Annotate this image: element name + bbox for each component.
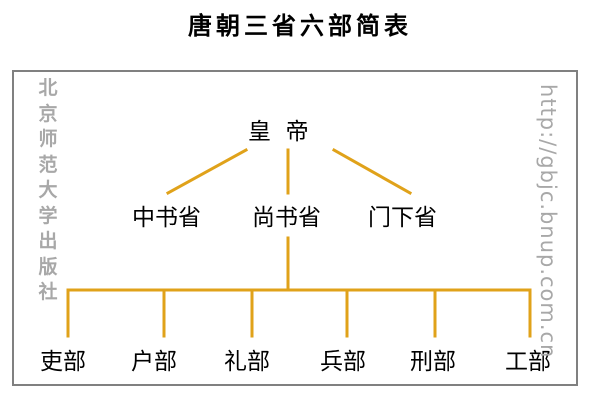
watermark-char: 北	[38, 77, 58, 99]
ministry-xing-justice: 刑部	[410, 349, 456, 375]
ministry-gong-works: 工部	[505, 349, 551, 375]
department-menxia: 门下省	[368, 205, 437, 231]
page-title: 唐朝三省六部简表	[188, 12, 412, 40]
url-watermark: http://gbjc.bnup.com.cn	[536, 84, 560, 359]
watermark-char: 大	[38, 179, 58, 201]
watermark-char: 师	[38, 128, 58, 150]
publisher-watermark: 北京师范大学出版社	[38, 76, 58, 306]
ministry-li-personnel: 吏部	[40, 349, 86, 375]
diagram-frame	[12, 70, 578, 386]
watermark-char: 学	[38, 204, 58, 227]
watermark-char: 范	[38, 153, 58, 176]
department-shangshu: 尚书省	[252, 205, 321, 231]
watermark-char: 版	[38, 255, 58, 278]
ministry-bing-war: 兵部	[320, 349, 366, 375]
watermark-char: 出	[38, 230, 58, 252]
emperor-to-menxia-line	[331, 147, 413, 196]
watermark-char: 社	[38, 281, 58, 303]
emperor-to-zhongshu-line	[165, 147, 249, 196]
ministry-li-rites: 礼部	[224, 349, 270, 375]
emperor-node: 皇 帝	[248, 119, 309, 145]
department-zhongshu: 中书省	[132, 205, 201, 231]
watermark-char: 京	[38, 102, 58, 125]
ministry-hu-revenue: 户部	[131, 349, 177, 375]
